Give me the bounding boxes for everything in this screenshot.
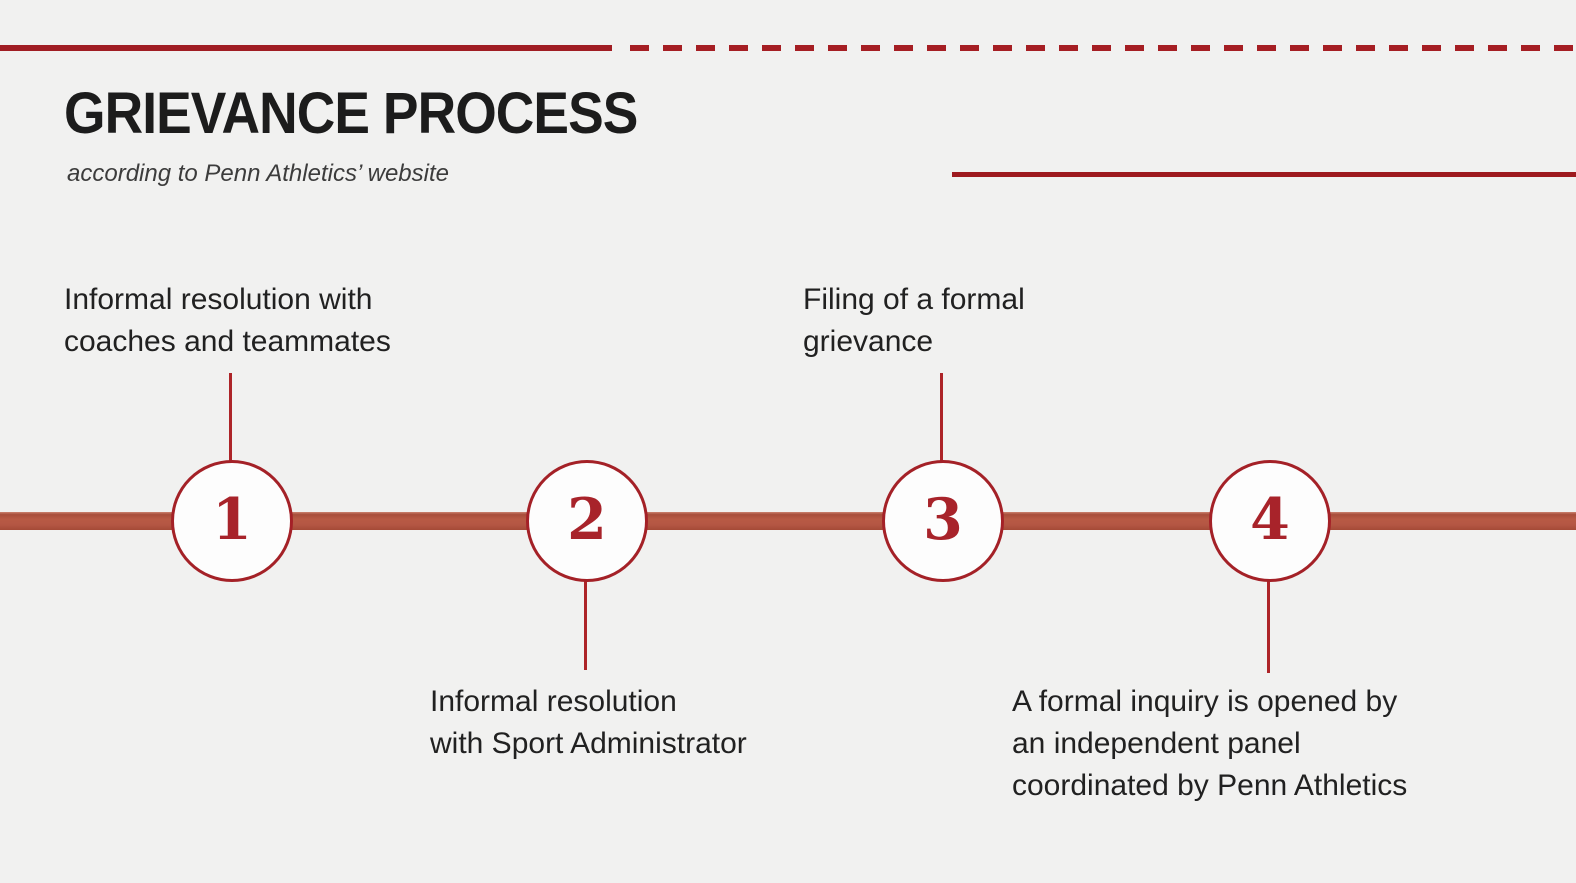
step-connector-1 — [229, 373, 232, 461]
step-label-2: Informal resolution with Sport Administr… — [430, 681, 747, 765]
step-number-1: 1 — [212, 485, 252, 553]
header-accent-rule — [952, 172, 1576, 177]
step-label-1: Informal resolution with coaches and tea… — [64, 279, 391, 363]
step-label-line: Informal resolution — [430, 685, 677, 718]
page-title: GRIEVANCE PROCESS — [64, 81, 638, 146]
step-label-line: with Sport Administrator — [430, 727, 747, 760]
step-connector-3 — [940, 373, 943, 461]
step-label-line: A formal inquiry is opened by — [1012, 685, 1398, 718]
step-circle-2: 2 — [526, 460, 648, 582]
step-connector-2 — [584, 581, 587, 670]
step-circle-3: 3 — [882, 460, 1004, 582]
step-number-4: 4 — [1250, 485, 1290, 553]
step-label-line: grievance — [803, 325, 934, 358]
top-rule-dashed — [630, 45, 1576, 51]
step-number-3: 3 — [923, 485, 963, 553]
step-label-line: an independent panel — [1012, 727, 1301, 760]
step-label-line: coordinated by Penn Athletics — [1012, 769, 1408, 802]
step-number-2: 2 — [567, 485, 607, 553]
step-label-line: Filing of a formal — [803, 283, 1025, 316]
timeline-bar — [0, 512, 1576, 530]
step-circle-1: 1 — [171, 460, 293, 582]
top-rule-solid — [0, 45, 612, 51]
step-label-line: coaches and teammates — [64, 325, 391, 358]
step-label-4: A formal inquiry is opened by an indepen… — [1012, 681, 1407, 807]
step-label-line: Informal resolution with — [64, 283, 373, 316]
step-connector-4 — [1267, 581, 1270, 673]
step-label-3: Filing of a formal grievance — [803, 279, 1025, 363]
step-circle-4: 4 — [1209, 460, 1331, 582]
page-subtitle: according to Penn Athletics’ website — [67, 160, 449, 187]
